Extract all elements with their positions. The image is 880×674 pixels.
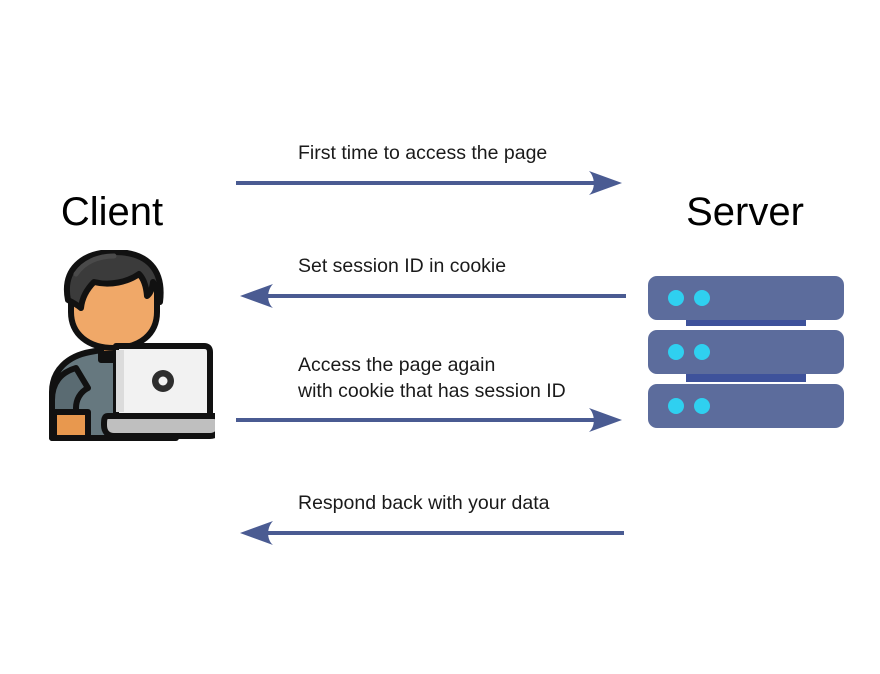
message-label-set-session-id: Set session ID in cookie <box>298 255 507 277</box>
server-unit-1 <box>648 276 844 320</box>
message-label-first-access: First time to access the page <box>298 142 548 164</box>
server-unit-3 <box>648 384 844 428</box>
client-title: Client <box>60 190 164 234</box>
arrow-client-to-server-access-again <box>236 408 622 432</box>
arrow-server-to-client-set-session-id <box>240 284 626 308</box>
server-title: Server <box>686 190 804 234</box>
arrow-server-to-client-respond-data <box>240 521 624 545</box>
client-person-with-laptop-icon <box>49 250 215 441</box>
server-unit-2 <box>648 330 844 374</box>
message-label-access-again: Access the page again with cookie that h… <box>298 354 566 402</box>
message-label-respond-data: Respond back with your data <box>298 492 550 514</box>
server-rack-icon <box>648 276 844 428</box>
arrow-client-to-server-first-access <box>236 171 622 195</box>
